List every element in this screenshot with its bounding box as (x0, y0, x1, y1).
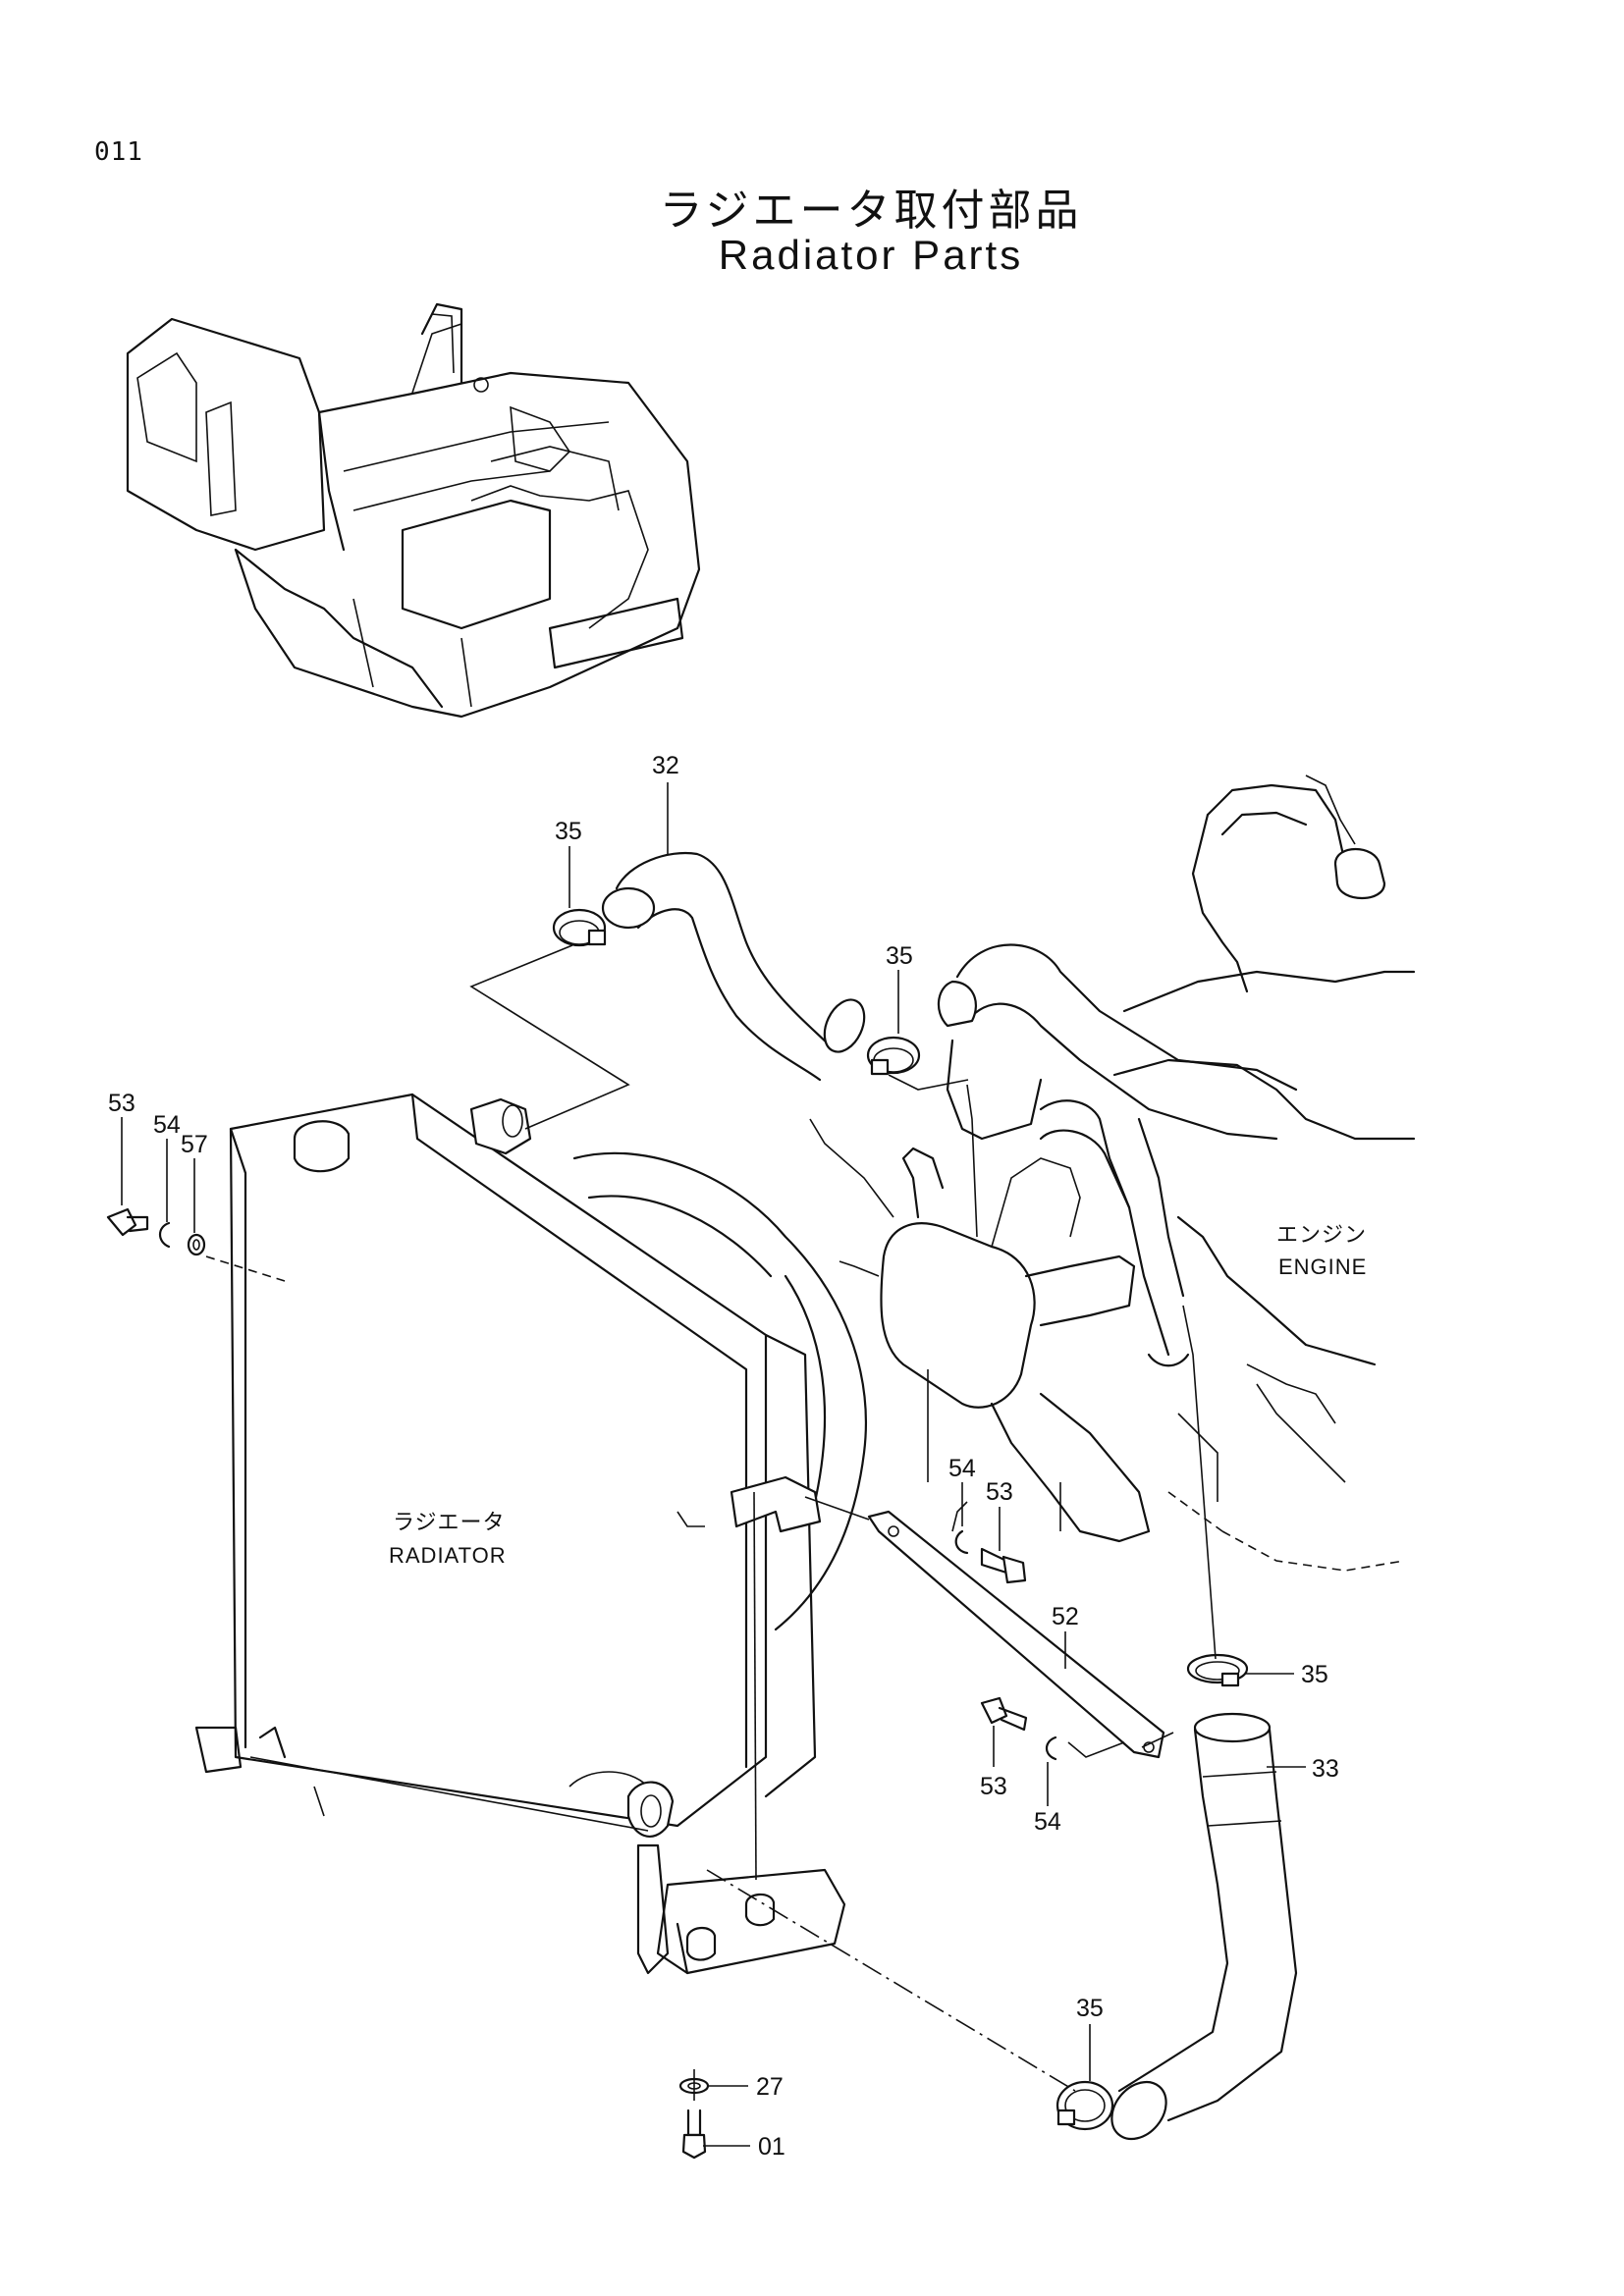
callout-57: 57 (181, 1131, 208, 1158)
engine-label-english: ENGINE (1278, 1255, 1367, 1279)
bolt-01 (681, 2109, 707, 2160)
stay-rod-52 (804, 1496, 1165, 1759)
callout-01: 01 (758, 2133, 785, 2161)
callout-53-mid: 53 (986, 1478, 1013, 1506)
callout-52: 52 (1052, 1603, 1079, 1630)
spring-washer-54-mid (954, 1529, 969, 1555)
bolt-53-left (106, 1207, 149, 1237)
hose-clamp-35-right (1186, 1653, 1249, 1687)
hose-clamp-35-top-left (552, 908, 607, 947)
lower-hose-33 (1110, 1712, 1298, 2141)
hose-clamp-35-top-right (866, 1036, 921, 1076)
callout-32: 32 (652, 752, 679, 779)
engine-illustration (937, 774, 1416, 1572)
callout-54-mid: 54 (948, 1455, 976, 1482)
radiator-label-japanese: ラジエータ (393, 1510, 506, 1534)
washer-57 (187, 1233, 206, 1256)
spring-washer-54-left (158, 1221, 171, 1249)
reference-lines (121, 782, 1306, 2147)
radiator-label-english: RADIATOR (389, 1543, 507, 1568)
upper-hose-32 (601, 852, 866, 1082)
callout-54-bottom: 54 (1034, 1808, 1061, 1836)
spring-washer-54-bottom (1045, 1735, 1057, 1761)
hose-clamp-35-bottom (1056, 2080, 1114, 2131)
callout-35-top-right: 35 (886, 942, 913, 970)
callout-35-right: 35 (1301, 1661, 1328, 1688)
cooling-fan-illustration (809, 1084, 1151, 1543)
callout-54-left: 54 (153, 1111, 181, 1139)
radiator-illustration (194, 1093, 867, 1975)
engine-label-japanese: エンジン (1276, 1222, 1367, 1247)
callout-35-top-left: 35 (555, 818, 582, 845)
page-title-english: Radiator Parts (718, 232, 1024, 278)
callout-33: 33 (1312, 1755, 1339, 1783)
callout-53-bottom: 53 (980, 1773, 1007, 1800)
callout-53-left: 53 (108, 1090, 135, 1117)
excavator-overview-illustration (126, 302, 701, 719)
page-title-japanese: ラジエータ取付部品 (659, 186, 1083, 236)
bolt-53-mid (980, 1547, 1027, 1584)
callout-27: 27 (756, 2073, 784, 2101)
bolt-53-bottom (980, 1696, 1028, 1732)
callout-35-bottom: 35 (1076, 1995, 1104, 2022)
page-number: 011 (94, 137, 143, 167)
